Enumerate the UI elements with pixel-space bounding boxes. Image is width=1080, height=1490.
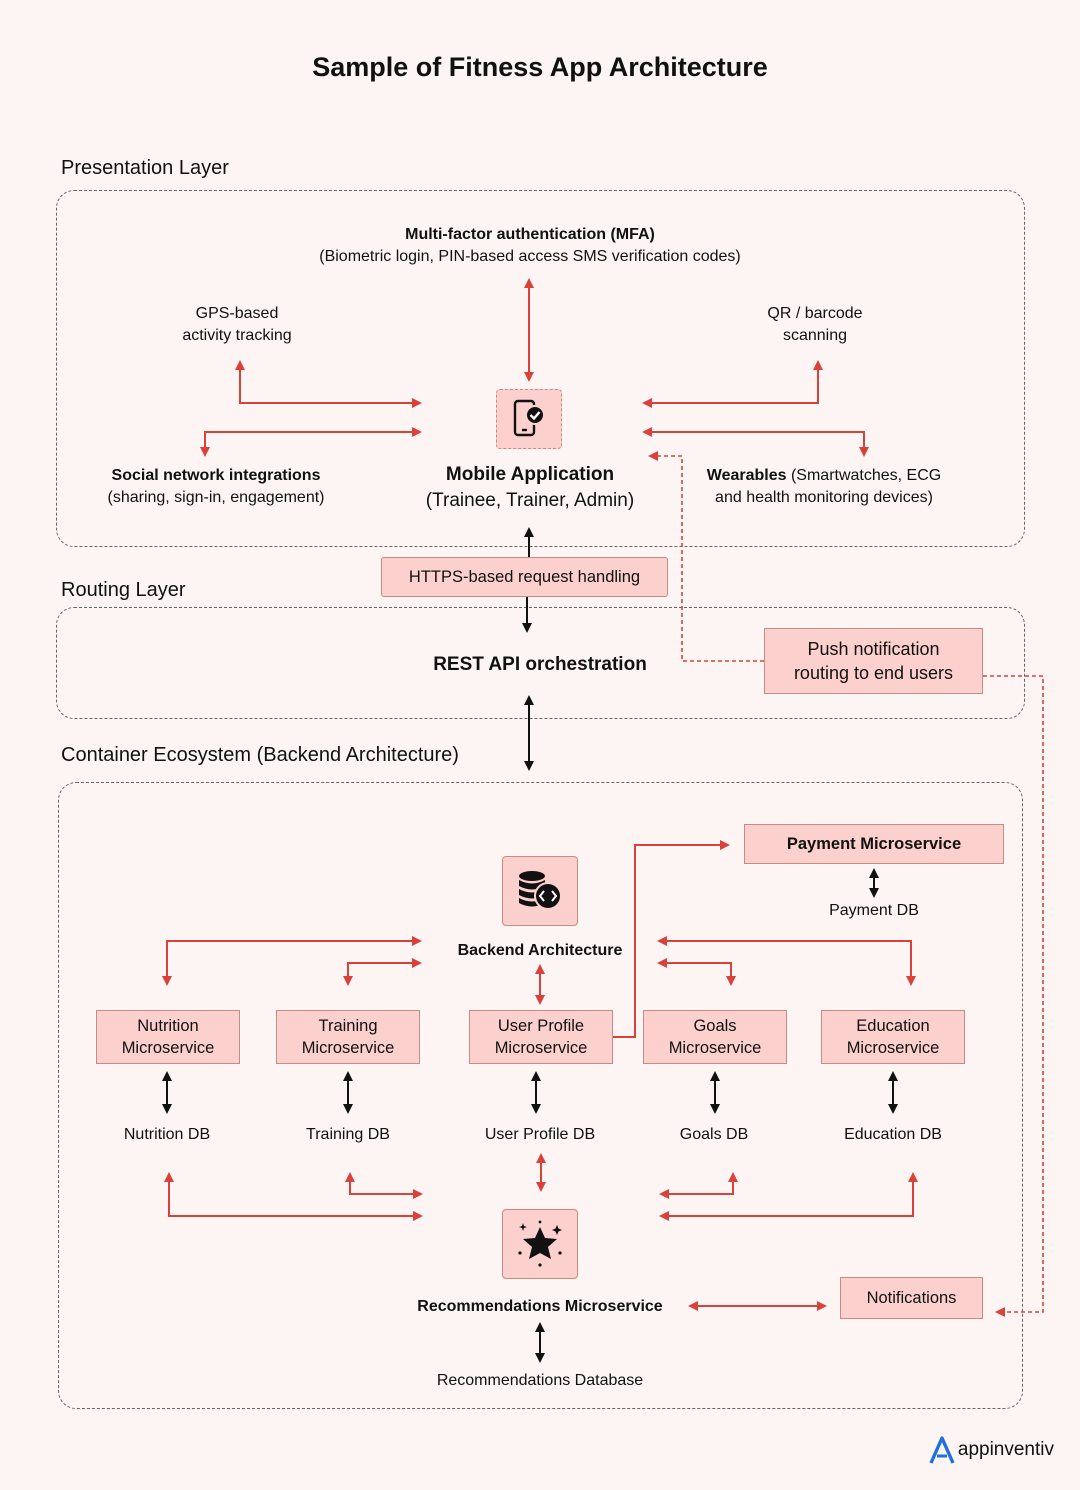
training-microservice-box: Training Microservice xyxy=(276,1010,420,1064)
star-sparkle-icon xyxy=(518,1220,562,1267)
mobile-app-node: Mobile Application (Trainee, Trainer, Ad… xyxy=(370,462,690,514)
gps-line1: GPS-based xyxy=(195,305,279,322)
wearables-line1: (Smartwatches, ECG xyxy=(786,467,942,484)
goals-microservice-box: Goals Microservice xyxy=(643,1010,787,1064)
routing-layer-label: Routing Layer xyxy=(61,579,186,601)
payment-db-label: Payment DB xyxy=(829,902,919,919)
education-microservice-box: Education Microservice xyxy=(821,1010,965,1064)
wearables-node: Wearables (Smartwatches, ECG and health … xyxy=(679,465,969,509)
presentation-layer-label: Presentation Layer xyxy=(61,157,229,179)
push-notification-box: Push notification routing to end users xyxy=(764,628,983,694)
social-detail: (sharing, sign-in, engagement) xyxy=(107,489,325,506)
mobile-app-detail: (Trainee, Trainer, Admin) xyxy=(425,490,635,511)
user-profile-line1: User Profile xyxy=(497,1017,585,1035)
appinventiv-logo-text: appinventiv xyxy=(957,1439,1054,1460)
payment-microservice-box: Payment Microservice xyxy=(744,824,1004,864)
training-line2: Microservice xyxy=(301,1039,395,1057)
push-line2: routing to end users xyxy=(793,663,954,683)
push-line1: Push notification xyxy=(807,639,940,659)
container-ecosystem-label: Container Ecosystem (Backend Architectur… xyxy=(61,744,459,766)
payment-microservice-label: Payment Microservice xyxy=(786,835,962,853)
appinventiv-logo: appinventiv xyxy=(929,1436,1054,1464)
gps-line2: activity tracking xyxy=(182,327,292,344)
user-profile-line2: Microservice xyxy=(494,1039,588,1057)
nutrition-microservice-box: Nutrition Microservice xyxy=(96,1010,240,1064)
presentation-panel xyxy=(56,190,1025,547)
https-request-box: HTTPS-based request handling xyxy=(381,557,668,597)
social-title: Social network integrations xyxy=(111,467,321,484)
container-panel xyxy=(58,782,1023,1409)
gps-node: GPS-based activity tracking xyxy=(137,303,337,347)
qr-node: QR / barcode scanning xyxy=(715,303,915,347)
user-profile-microservice-box: User Profile Microservice xyxy=(469,1010,613,1064)
nutrition-line1: Nutrition xyxy=(137,1017,199,1035)
training-line1: Training xyxy=(318,1017,378,1035)
qr-line1: QR / barcode xyxy=(767,305,863,322)
notifications-box: Notifications xyxy=(840,1277,983,1319)
database-code-icon xyxy=(519,871,562,910)
mfa-detail: (Biometric login, PIN-based access SMS v… xyxy=(319,248,741,265)
routing-panel xyxy=(56,607,1025,719)
recommendations-db-label: Recommendations Database xyxy=(436,1372,644,1389)
mfa-title: Multi-factor authentication (MFA) xyxy=(405,226,655,243)
goals-line1: Goals xyxy=(693,1017,737,1035)
goals-db-label: Goals DB xyxy=(679,1126,749,1143)
goals-line2: Microservice xyxy=(668,1039,762,1057)
backend-architecture-label: Backend Architecture xyxy=(457,942,623,959)
qr-line2: scanning xyxy=(782,327,848,344)
education-line2: Microservice xyxy=(846,1039,940,1057)
education-db-label: Education DB xyxy=(844,1126,942,1143)
recommendations-label: Recommendations Microservice xyxy=(417,1298,663,1315)
training-db-label: Training DB xyxy=(306,1126,390,1143)
page-title: Sample of Fitness App Architecture xyxy=(312,52,768,82)
wearables-title: Wearables xyxy=(706,467,787,484)
social-node: Social network integrations (sharing, si… xyxy=(76,465,356,509)
backend-icon-box xyxy=(502,856,578,926)
notifications-label: Notifications xyxy=(866,1289,957,1307)
rest-api-label: REST API orchestration xyxy=(433,654,647,675)
wearables-line2: and health monitoring devices) xyxy=(715,489,933,506)
education-line1: Education xyxy=(856,1017,930,1035)
nutrition-line2: Microservice xyxy=(121,1039,215,1057)
recommendations-icon-box xyxy=(502,1209,578,1279)
mobile-check-icon xyxy=(513,399,545,437)
mfa-node: Multi-factor authentication (MFA) (Biome… xyxy=(240,224,820,268)
nutrition-db-label: Nutrition DB xyxy=(123,1126,211,1143)
appinventiv-logo-icon xyxy=(929,1436,955,1464)
user-profile-db-label: User Profile DB xyxy=(484,1126,596,1143)
mobile-app-title: Mobile Application xyxy=(445,464,615,485)
https-request-label: HTTPS-based request handling xyxy=(408,568,641,586)
mobile-app-icon-box xyxy=(496,389,562,449)
